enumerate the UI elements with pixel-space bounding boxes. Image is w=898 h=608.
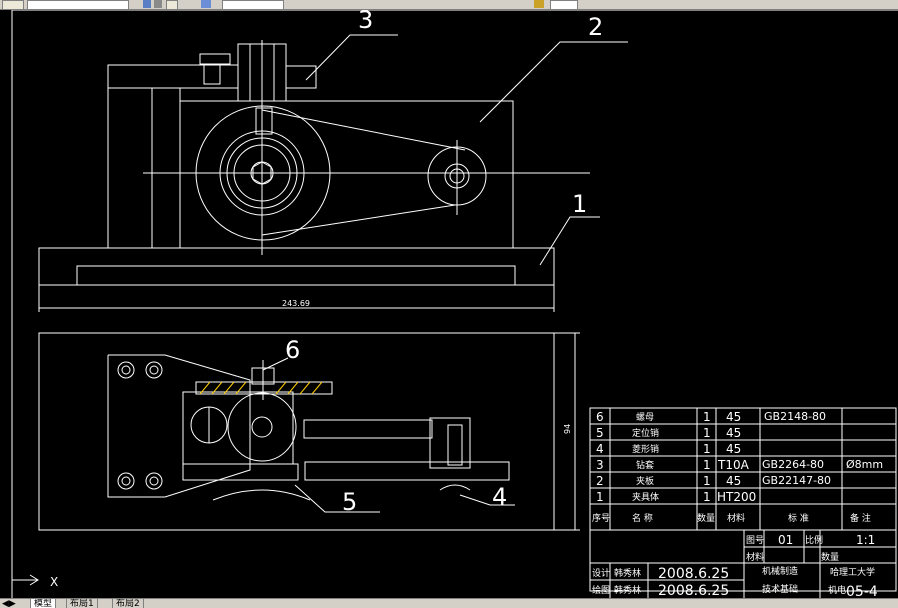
bom-material-2: 45 [726,474,741,488]
bom-no-1: 1 [596,490,604,504]
bom-material-6: 45 [726,410,741,424]
tab-layout2[interactable]: 布局2 [112,599,144,608]
bom-header-name: 名 称 [632,512,653,524]
tb-draw-date: 2008.6.25 [658,583,729,598]
toolbar-button-5[interactable] [166,0,178,9]
balloon-2: 2 [588,13,603,41]
hatch [199,381,323,395]
tab-layout1[interactable]: 布局1 [66,599,98,608]
tb-scale-label: 比例 [805,534,823,546]
title-block: 图号 01 比例 1:1 材料 数量 设计 韩秀林 2008.6.25 绘图 韩… [592,533,878,598]
bom-no-4: 4 [596,442,604,456]
bom-qty-4: 1 [703,442,711,456]
bom-note-3: Ø8mm [846,458,883,471]
bom-material-1: HT200 [717,490,756,504]
tb-quantity-label: 数量 [821,551,839,563]
bom-qty-3: 1 [703,458,711,472]
toolbar-button-8[interactable] [534,0,544,8]
tb-drafter: 韩秀林 [614,584,641,596]
bom-name-1: 夹具体 [632,491,659,503]
bom-name-6: 螺母 [636,412,654,423]
drawing-linework [11,10,898,598]
balloon-4: 4 [492,483,507,511]
bom-no-6: 6 [596,410,604,424]
bom-qty-5: 1 [703,426,711,440]
bom-header-qty: 数量 [697,512,715,524]
tb-drawing-no-label: 图号 [746,535,764,546]
bom-standard-3: GB2264-80 [762,458,824,471]
balloon-3: 3 [358,10,373,34]
tb-code: 05-4 [846,584,878,598]
tb-course-2: 技术基础 [762,583,798,595]
toolbar-button-3[interactable] [143,0,151,8]
tb-designer: 韩秀林 [614,567,641,579]
toolbar-button-1[interactable] [2,0,24,9]
tb-school: 哈理工大学 [830,566,875,578]
bom-material-3: T10A [717,458,750,472]
tb-course: 机械制造 [762,565,798,577]
drawing-canvas[interactable]: 3 2 1 6 5 4 243.69 94 X 6 螺母 1 45 GB2148… [0,10,898,598]
bom-material-4: 45 [726,442,741,456]
toolbar [0,0,898,10]
bom-no-5: 5 [596,426,604,440]
tb-drawing-no: 01 [778,533,793,547]
bom-no-3: 3 [596,458,604,472]
tb-design-date: 2008.6.25 [658,566,729,582]
bom-header-standard: 标 准 [788,512,809,524]
ucs-x-label: X [50,575,58,589]
bom-table: 6 螺母 1 45 GB2148-80 5 定位销 1 45 4 菱形销 1 4… [592,410,883,524]
tab-nav-icon[interactable]: ◀▶ [2,599,16,608]
bom-qty-2: 1 [703,474,711,488]
bom-material-5: 45 [726,426,741,440]
tab-model[interactable]: 模型 [30,599,57,608]
tb-material-label: 材料 [746,551,764,563]
toolbar-button-2[interactable] [27,0,129,9]
toolbar-button-6[interactable] [201,0,211,8]
balloon-6: 6 [285,336,300,364]
tb-code-prefix: 机电 [828,584,846,596]
balloon-5: 5 [342,488,357,516]
bom-name-3: 钻套 [636,459,654,471]
toolbar-button-7[interactable] [222,0,284,9]
bom-header-no: 序号 [592,512,610,524]
dimension-height: 94 [563,424,572,434]
toolbar-button-9[interactable] [550,0,578,9]
tb-design-label: 设计 [592,567,610,579]
bom-header-material: 材料 [727,512,745,524]
bom-no-2: 2 [596,474,604,488]
tb-scale: 1:1 [856,533,875,547]
dimension-width: 243.69 [282,299,310,308]
balloon-1: 1 [572,190,587,218]
tb-draw-label: 绘图 [592,584,610,596]
bom-header-note: 备 注 [850,512,871,524]
bom-name-2: 夹板 [636,475,654,487]
bom-standard-2: GB22147-80 [762,474,831,487]
bom-standard-6: GB2148-80 [764,410,826,423]
layout-tabs: ◀▶ 模型 布局1 布局2 [0,598,898,608]
bom-qty-1: 1 [703,490,711,504]
bom-qty-6: 1 [703,410,711,424]
bom-name-4: 菱形销 [632,443,659,455]
bom-name-5: 定位销 [632,427,659,439]
toolbar-button-4[interactable] [154,0,162,8]
